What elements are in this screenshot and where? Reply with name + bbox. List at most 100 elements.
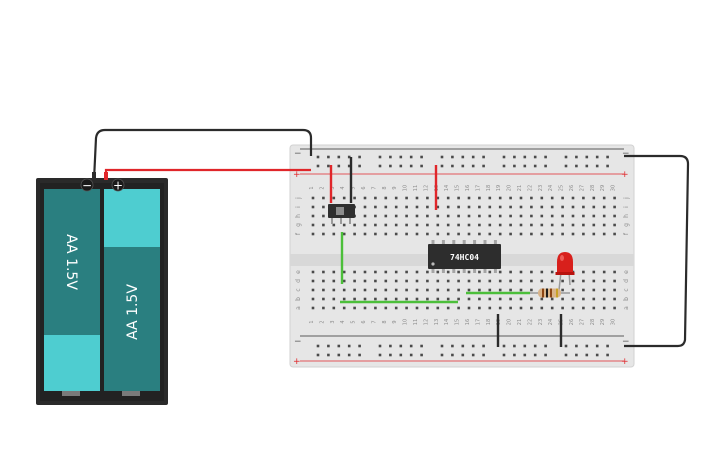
rail-hole[interactable] <box>451 344 454 348</box>
strip-hole[interactable] <box>613 196 616 200</box>
rail-hole[interactable] <box>471 155 475 159</box>
battery-pack[interactable]: AA 1.5V AA 1.5V − + <box>36 172 168 405</box>
strip-hole[interactable] <box>394 306 398 310</box>
strip-hole[interactable] <box>342 196 346 200</box>
rail-hole[interactable] <box>544 344 547 348</box>
strip-hole[interactable] <box>363 205 367 209</box>
strip-hole[interactable] <box>613 306 616 310</box>
strip-hole[interactable] <box>467 270 471 274</box>
strip-hole[interactable] <box>561 279 564 283</box>
strip-hole[interactable] <box>426 232 429 236</box>
strip-hole[interactable] <box>405 270 408 274</box>
strip-hole[interactable] <box>519 232 523 236</box>
rail-hole[interactable] <box>585 155 589 159</box>
strip-hole[interactable] <box>374 297 377 301</box>
wire-black-right-rail-link[interactable] <box>624 154 690 348</box>
strip-hole[interactable] <box>519 279 523 283</box>
rail-hole[interactable] <box>482 344 485 348</box>
strip-hole[interactable] <box>342 279 346 283</box>
strip-hole[interactable] <box>540 270 544 274</box>
strip-hole[interactable] <box>384 205 388 209</box>
strip-hole[interactable] <box>363 297 367 301</box>
strip-hole[interactable] <box>426 214 429 218</box>
strip-hole[interactable] <box>540 297 544 301</box>
rail-hole[interactable] <box>358 353 361 357</box>
rail-hole[interactable] <box>585 164 589 168</box>
strip-hole[interactable] <box>550 297 554 301</box>
strip-hole[interactable] <box>478 232 481 236</box>
strip-hole[interactable] <box>436 306 440 310</box>
strip-hole[interactable] <box>311 288 315 292</box>
rail-hole[interactable] <box>451 155 454 159</box>
strip-hole[interactable] <box>374 279 377 283</box>
rail-hole[interactable] <box>399 164 403 168</box>
strip-hole[interactable] <box>426 288 429 292</box>
strip-hole[interactable] <box>332 279 336 283</box>
rail-hole[interactable] <box>533 353 537 357</box>
strip-hole[interactable] <box>540 306 544 310</box>
rail-hole[interactable] <box>606 164 609 168</box>
strip-hole[interactable] <box>446 279 450 283</box>
strip-hole[interactable] <box>498 214 502 218</box>
rail-hole[interactable] <box>471 353 475 357</box>
strip-hole[interactable] <box>467 223 471 227</box>
rail-hole[interactable] <box>378 164 382 168</box>
strip-hole[interactable] <box>613 270 616 274</box>
strip-hole[interactable] <box>457 270 460 274</box>
rail-hole[interactable] <box>513 164 516 168</box>
strip-hole[interactable] <box>405 232 408 236</box>
strip-hole[interactable] <box>478 279 481 283</box>
strip-hole[interactable] <box>582 196 585 200</box>
strip-hole[interactable] <box>530 214 533 218</box>
battery-cell-left[interactable]: AA 1.5V <box>44 189 100 396</box>
strip-hole[interactable] <box>311 223 315 227</box>
rail-hole[interactable] <box>451 164 454 168</box>
strip-hole[interactable] <box>602 205 606 209</box>
strip-hole[interactable] <box>498 205 502 209</box>
strip-hole[interactable] <box>384 270 388 274</box>
strip-hole[interactable] <box>415 205 419 209</box>
strip-hole[interactable] <box>332 288 336 292</box>
strip-hole[interactable] <box>509 196 512 200</box>
strip-hole[interactable] <box>446 270 450 274</box>
strip-hole[interactable] <box>311 205 315 209</box>
rail-hole[interactable] <box>564 344 568 348</box>
rail-hole[interactable] <box>409 155 413 159</box>
strip-hole[interactable] <box>394 214 398 218</box>
strip-hole[interactable] <box>602 270 606 274</box>
strip-hole[interactable] <box>478 306 481 310</box>
strip-hole[interactable] <box>436 205 440 209</box>
strip-hole[interactable] <box>342 223 346 227</box>
strip-hole[interactable] <box>374 270 377 274</box>
strip-hole[interactable] <box>488 205 492 209</box>
strip-hole[interactable] <box>571 196 575 200</box>
strip-hole[interactable] <box>530 306 533 310</box>
rail-hole[interactable] <box>399 344 403 348</box>
strip-hole[interactable] <box>436 297 440 301</box>
rail-hole[interactable] <box>575 344 578 348</box>
rail-hole[interactable] <box>440 164 444 168</box>
strip-hole[interactable] <box>478 270 481 274</box>
rail-hole[interactable] <box>347 344 351 348</box>
led[interactable] <box>555 252 575 291</box>
strip-hole[interactable] <box>509 223 512 227</box>
rail-hole[interactable] <box>585 353 589 357</box>
strip-hole[interactable] <box>457 196 460 200</box>
strip-hole[interactable] <box>415 279 419 283</box>
strip-hole[interactable] <box>519 223 523 227</box>
strip-hole[interactable] <box>571 279 575 283</box>
strip-hole[interactable] <box>457 279 460 283</box>
strip-hole[interactable] <box>332 270 336 274</box>
rail-hole[interactable] <box>316 344 320 348</box>
strip-hole[interactable] <box>613 232 616 236</box>
rail-hole[interactable] <box>544 164 547 168</box>
rail-hole[interactable] <box>389 155 392 159</box>
strip-hole[interactable] <box>540 232 544 236</box>
strip-hole[interactable] <box>436 279 440 283</box>
strip-hole[interactable] <box>602 297 606 301</box>
rail-hole[interactable] <box>595 344 599 348</box>
strip-hole[interactable] <box>353 297 356 301</box>
battery-minus-terminal[interactable] <box>80 178 94 192</box>
strip-hole[interactable] <box>488 196 492 200</box>
strip-hole[interactable] <box>322 205 325 209</box>
